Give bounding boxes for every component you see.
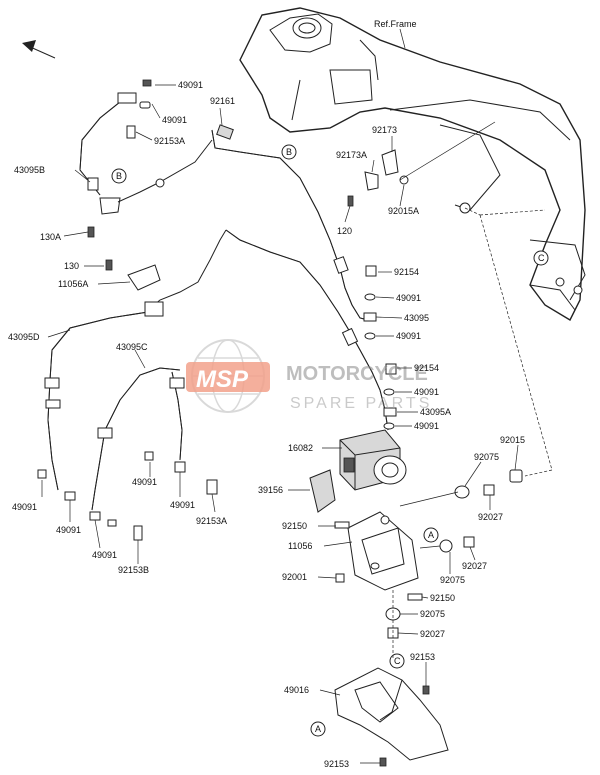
fitting-92173	[347, 121, 496, 207]
label-49091: 49091	[414, 387, 439, 397]
reference-lines	[464, 207, 553, 477]
label-92173a: 92173A	[336, 150, 367, 160]
label-11056: 11056	[288, 541, 312, 551]
svg-text:A: A	[428, 530, 434, 540]
label-92153b: 92153B	[118, 565, 149, 575]
bracket-11056	[334, 511, 419, 591]
label-92154: 92154	[414, 363, 439, 373]
label-43095a: 43095A	[420, 407, 451, 417]
label-92173: 92173	[372, 125, 397, 135]
label-49016: 49016	[284, 685, 309, 695]
label-92153a: 92153A	[196, 516, 227, 526]
label-49091: 49091	[170, 500, 195, 510]
watermark-logo	[186, 362, 270, 392]
label-43095: 43095	[404, 313, 429, 323]
callout-b-left: B	[111, 168, 127, 184]
label-92027: 92027	[420, 629, 445, 639]
svg-text:A: A	[315, 724, 321, 734]
label-120: 120	[337, 226, 352, 236]
label-92154: 92154	[394, 267, 419, 277]
label-49091: 49091	[92, 550, 117, 560]
ref-frame-label: Ref.Frame	[374, 19, 417, 29]
label-92001: 92001	[282, 572, 307, 582]
label-92075: 92075	[440, 575, 465, 585]
callout-b-top: B	[281, 144, 297, 160]
brake-hose-43095d	[44, 301, 164, 491]
label-49091: 49091	[12, 502, 37, 512]
label-92015a: 92015A	[388, 206, 419, 216]
brake-hose-43095b	[79, 92, 213, 215]
cover-49016	[334, 667, 449, 767]
grommets-upper	[399, 469, 523, 553]
label-43095b: 43095B	[14, 165, 45, 175]
label-43095d: 43095D	[8, 332, 40, 342]
svg-text:C: C	[394, 656, 401, 666]
label-39156: 39156	[258, 485, 283, 495]
label-92153a: 92153A	[154, 136, 185, 146]
leader-lines	[41, 84, 519, 764]
label-92150: 92150	[430, 593, 455, 603]
label-49091: 49091	[178, 80, 203, 90]
label-92153: 92153	[324, 759, 349, 769]
callout-a-bottom: A	[310, 721, 326, 737]
grommets-lower	[385, 590, 401, 660]
label-49091: 49091	[162, 115, 187, 125]
cushion-39156	[309, 469, 336, 513]
bolt-49091-top	[87, 79, 152, 238]
watermark-logo-text: MSP	[196, 366, 249, 393]
abs-unit-16082	[339, 429, 407, 491]
label-49091: 49091	[56, 525, 81, 535]
label-92161: 92161	[210, 96, 235, 106]
label-43095c: 43095C	[116, 342, 148, 352]
label-11056a: 11056A	[58, 279, 88, 289]
svg-text:B: B	[116, 171, 122, 181]
callout-a-mid: A	[423, 527, 439, 543]
label-92075: 92075	[474, 452, 499, 462]
brake-hose-43095c	[91, 367, 185, 511]
brake-pipe-main	[147, 124, 389, 431]
label-92027: 92027	[478, 512, 503, 522]
watermark-brand-bottom: SPARE PARTS	[290, 395, 432, 412]
watermark-brand-top: MOTORCYCLE	[286, 363, 428, 385]
label-16082: 16082	[288, 443, 313, 453]
label-49091: 49091	[396, 293, 421, 303]
callout-c-frame: C	[533, 250, 549, 266]
part-labels: 49091 49091 92153A 92161 43095B 130A 921…	[8, 80, 525, 769]
svg-text:B: B	[286, 147, 292, 157]
label-49091: 49091	[132, 477, 157, 487]
label-49091: 49091	[396, 331, 421, 341]
svg-text:C: C	[538, 253, 545, 263]
label-92015: 92015	[500, 435, 525, 445]
front-direction-arrow-icon	[22, 40, 56, 59]
label-92027: 92027	[462, 561, 487, 571]
callout-c-bottom: C	[389, 653, 405, 669]
watermark: MSP MOTORCYCLE SPARE PARTS	[186, 339, 432, 413]
label-92075: 92075	[420, 609, 445, 619]
label-92153: 92153	[410, 652, 435, 662]
fittings-stack	[363, 265, 397, 430]
bracket-11056a	[105, 259, 161, 291]
label-92150: 92150	[282, 521, 307, 531]
label-130a: 130A	[40, 232, 61, 242]
label-130: 130	[64, 261, 79, 271]
label-49091: 49091	[414, 421, 439, 431]
